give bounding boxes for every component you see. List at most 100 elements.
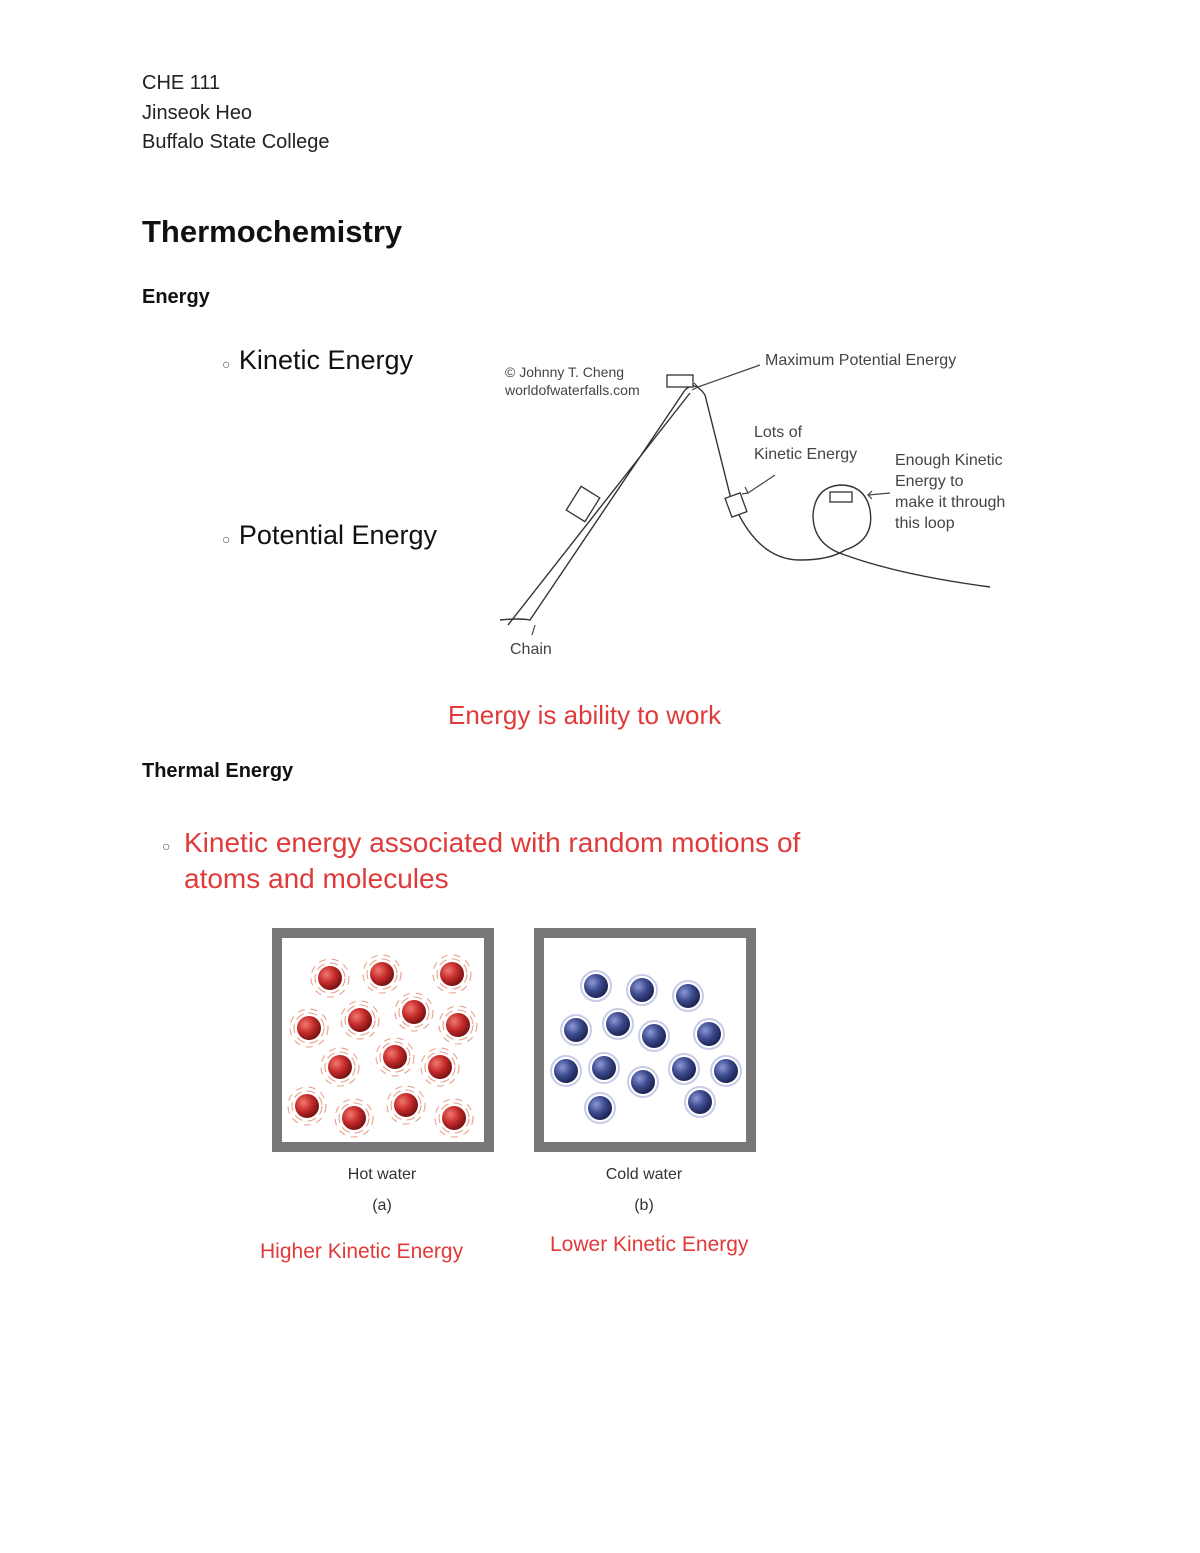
bullet-kinetic: ○ Kinetic Energy — [222, 345, 413, 376]
motion-ring — [287, 1086, 327, 1126]
motion-ring — [379, 1041, 411, 1073]
motion-ring — [324, 1051, 356, 1083]
motion-ring — [390, 1089, 422, 1121]
hot-molecules — [287, 954, 478, 1138]
motion-ring — [375, 1037, 415, 1077]
label-enough-4: this loop — [895, 515, 955, 532]
roller-coaster-track — [499, 385, 991, 626]
label-enough-2: Energy to — [895, 473, 964, 490]
molecule — [370, 962, 394, 986]
molecule — [592, 1056, 616, 1080]
motion-ring — [438, 1102, 470, 1134]
molecule — [318, 966, 342, 990]
molecule — [588, 1096, 612, 1120]
motion-ring — [289, 1008, 329, 1048]
cold-water-label: (b) — [634, 1197, 654, 1214]
motion-ring — [310, 958, 350, 998]
motion-ring — [394, 992, 434, 1032]
molecule — [584, 974, 608, 998]
ring-bullet-icon: ○ — [222, 531, 231, 547]
motion-ring — [584, 1092, 616, 1124]
molecule — [676, 984, 700, 1008]
molecule — [402, 1000, 426, 1024]
molecule — [446, 1013, 470, 1037]
label-lots-kinetic-1: Lots of — [754, 424, 803, 441]
motion-ring — [626, 974, 658, 1006]
bullet-potential-label: Potential Energy — [238, 520, 438, 550]
motion-ring — [638, 1020, 670, 1052]
energy-heading: Energy — [142, 286, 210, 308]
molecule — [631, 1070, 655, 1094]
molecule — [564, 1018, 588, 1042]
motion-ring — [550, 1055, 582, 1087]
page-title: Thermochemistry — [142, 214, 403, 249]
molecule — [428, 1055, 452, 1079]
thermal-bullet-text: Kinetic energy associated with random mo… — [184, 827, 801, 894]
thermal-heading: Thermal Energy — [142, 760, 294, 782]
energy-statement: Energy is ability to work — [448, 700, 722, 730]
annotation-arrows — [531, 364, 891, 636]
molecule — [328, 1055, 352, 1079]
motion-ring — [442, 1009, 474, 1041]
motion-ring — [338, 1102, 370, 1134]
motion-ring — [588, 1052, 620, 1084]
motion-ring — [602, 1008, 634, 1040]
molecule — [714, 1059, 738, 1083]
motion-ring — [314, 962, 346, 994]
bullet-potential: ○ Potential Energy — [222, 520, 437, 551]
cold-molecules — [550, 970, 742, 1124]
hot-water-box — [272, 928, 494, 1152]
bullet-kinetic-label: Kinetic Energy — [238, 345, 414, 375]
molecule — [606, 1012, 630, 1036]
ring-bullet-icon: ○ — [162, 838, 171, 854]
motion-ring — [366, 958, 398, 990]
label-chain: Chain — [510, 641, 552, 658]
molecule — [554, 1059, 578, 1083]
motion-ring — [424, 1051, 456, 1083]
molecule — [383, 1045, 407, 1069]
molecule — [348, 1008, 372, 1032]
higher-kinetic-note: Higher Kinetic Energy — [260, 1240, 464, 1263]
motion-ring — [627, 1066, 659, 1098]
diagram-credit-1: © Johnny T. Cheng — [505, 364, 624, 380]
molecule — [297, 1016, 321, 1040]
motion-ring — [580, 970, 612, 1002]
coaster-car-loop — [829, 491, 853, 503]
label-max-potential: Maximum Potential Energy — [765, 352, 956, 369]
motion-ring — [386, 1085, 426, 1125]
molecule — [394, 1093, 418, 1117]
molecule — [295, 1094, 319, 1118]
institution-name: Buffalo State College — [142, 131, 330, 153]
lower-kinetic-note: Lower Kinetic Energy — [550, 1233, 749, 1256]
coaster-car — [565, 485, 601, 523]
molecule — [442, 1106, 466, 1130]
motion-ring — [432, 954, 472, 994]
coaster-car-drop — [724, 492, 748, 518]
molecule — [630, 978, 654, 1002]
motion-ring — [684, 1086, 716, 1118]
motion-ring — [293, 1012, 325, 1044]
motion-ring — [362, 954, 402, 994]
motion-ring — [398, 996, 430, 1028]
motion-ring — [438, 1005, 478, 1045]
motion-ring — [420, 1047, 460, 1087]
label-enough-3: make it through — [895, 494, 1005, 511]
course-code: CHE 111 — [142, 72, 221, 94]
motion-ring — [434, 1098, 474, 1138]
molecule — [672, 1057, 696, 1081]
cold-water-caption: Cold water — [605, 1166, 683, 1183]
molecule — [697, 1022, 721, 1046]
author-name: Jinseok Heo — [142, 102, 253, 124]
motion-ring — [672, 980, 704, 1012]
motion-ring — [693, 1018, 725, 1050]
hot-water-caption: Hot water — [347, 1166, 417, 1183]
roller-coaster-diagram: © Johnny T. Cheng worldofwaterfalls.com … — [499, 352, 1005, 658]
motion-ring — [436, 958, 468, 990]
motion-ring — [710, 1055, 742, 1087]
motion-ring — [340, 1000, 380, 1040]
label-lots-kinetic-2: Kinetic Energy — [754, 446, 857, 463]
label-enough-1: Enough Kinetic — [895, 452, 1003, 469]
ring-bullet-icon: ○ — [222, 356, 231, 372]
molecule — [440, 962, 464, 986]
molecule — [688, 1090, 712, 1114]
